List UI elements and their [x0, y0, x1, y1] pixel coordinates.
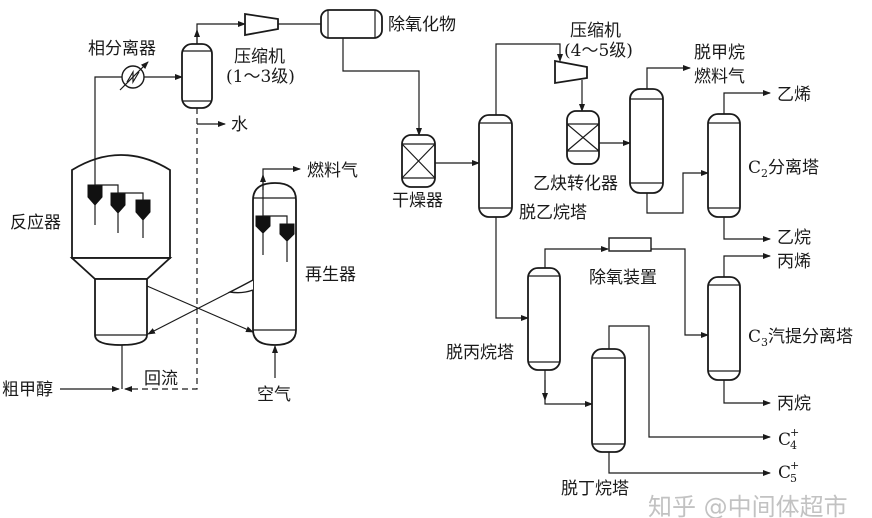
compressor-2-label: 压缩机	[570, 21, 621, 41]
cyclone-icon	[135, 199, 151, 221]
c3-stripper-splitter	[707, 276, 741, 381]
deoxygenation-unit-label: 除氧装置	[589, 268, 657, 288]
debutanizer	[591, 348, 626, 453]
watermark: 知乎 @中间体超市	[648, 493, 848, 518]
compressor-1-icon	[244, 12, 279, 37]
depropanizer-top-line	[544, 246, 609, 268]
demethanizer-bottom-line	[646, 170, 709, 214]
deoxide-drum	[320, 9, 383, 39]
reactor-label: 反应器	[10, 213, 61, 233]
heat-exchanger-icon	[119, 61, 149, 91]
ethane-label: 乙烷	[777, 228, 811, 248]
compressor-2-stages: (4～5级)	[564, 41, 633, 61]
acetylene-converter	[566, 110, 600, 165]
depropanizer	[527, 267, 561, 371]
propylene-label: 丙烯	[777, 252, 811, 272]
regen-catalyst-line	[147, 291, 231, 335]
propane-label: 丙烷	[777, 394, 811, 414]
depropanizer-label: 脱丙烷塔	[446, 343, 514, 363]
phase-separator-label: 相分离器	[88, 39, 156, 59]
deethanizer	[478, 114, 513, 218]
crude-methanol-label: 粗甲醇	[2, 380, 53, 400]
demethanizer-fuel-gas-label: 燃料气	[694, 67, 745, 87]
reactor	[69, 154, 173, 346]
compressor-1-label: 压缩机	[234, 47, 285, 67]
regen-fuel-gas-line	[262, 166, 301, 216]
dryer-label: 干燥器	[392, 191, 443, 211]
demethanizer-top-line	[646, 65, 691, 89]
dryer	[401, 134, 436, 188]
c5-plus-line	[608, 452, 771, 476]
acetylene-converter-label: 乙炔转化器	[533, 174, 618, 194]
depropanizer-bottom-line	[544, 370, 593, 407]
spent-catalyst-line	[146, 285, 254, 333]
c2-splitter-label: C2分离塔	[748, 158, 819, 180]
drum-to-dryer-line	[342, 38, 422, 136]
deox-to-c3-line	[651, 248, 709, 338]
reactor-outlet-line	[94, 76, 122, 185]
ethylene-line	[723, 90, 771, 114]
ethylene-label: 乙烯	[777, 85, 811, 105]
regenerator-label: 再生器	[305, 265, 356, 285]
c3-splitter-label: C3汽提分离塔	[748, 327, 853, 349]
reflux-label: 回流	[144, 369, 178, 389]
water-label: 水	[231, 115, 248, 135]
propylene-line	[723, 253, 771, 277]
ethane-line	[723, 217, 771, 242]
compressor-2-icon	[554, 59, 588, 85]
regenerator-cyclones	[255, 215, 295, 262]
deethanizer-top-line	[495, 43, 563, 115]
reactor-cyclones	[87, 184, 151, 238]
c4-plus-line	[608, 325, 771, 440]
deethanizer-bottom-line	[495, 217, 529, 321]
reflux-line	[124, 108, 198, 392]
deoxide-label: 除氧化物	[388, 15, 456, 35]
deethanizer-label: 脱乙烷塔	[519, 203, 587, 223]
c5-plus-label: C5+	[778, 459, 799, 485]
phase-separator	[181, 43, 213, 109]
debutanizer-label: 脱丁烷塔	[561, 479, 629, 499]
propane-line	[723, 380, 771, 406]
c2-splitter	[707, 113, 741, 218]
demethanizer-label: 脱甲烷	[694, 43, 745, 63]
regen-fuel-gas-label: 燃料气	[307, 161, 358, 181]
compressor-1-stages: (1～3级)	[226, 67, 295, 87]
c4-plus-label: C4+	[778, 426, 799, 452]
deoxygenation-unit	[608, 237, 652, 252]
separator-gas-line	[196, 21, 246, 44]
demethanizer	[629, 88, 664, 194]
cyclone-icon	[279, 223, 295, 242]
air-label: 空气	[257, 385, 291, 405]
